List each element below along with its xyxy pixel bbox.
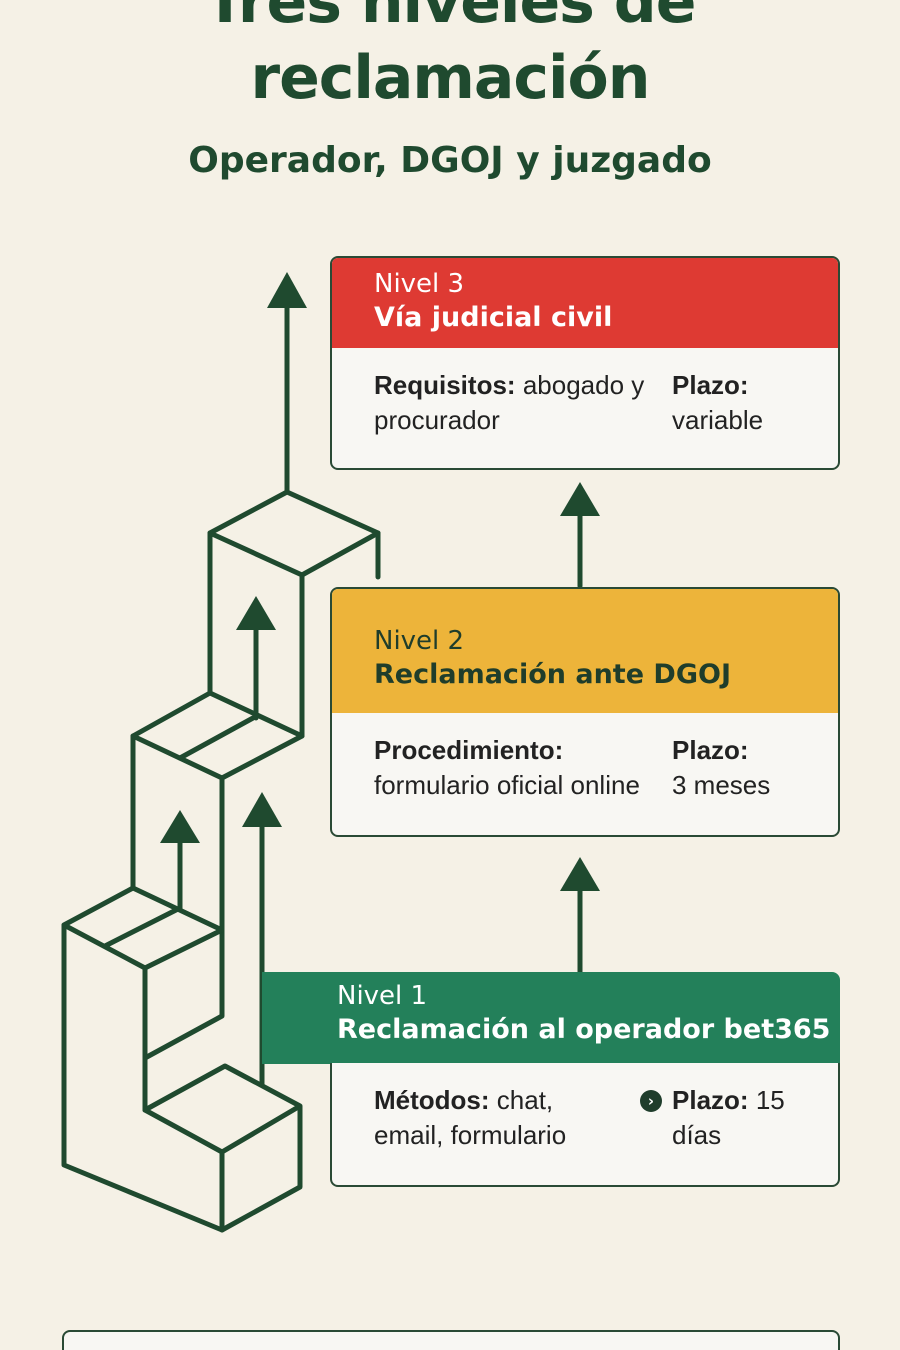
arrow-head-level-2-3 (560, 482, 600, 516)
level-3-number: Nivel 3 (374, 269, 465, 299)
level-2-number: Nivel 2 (374, 626, 465, 656)
level-3-title: Vía judicial civil (374, 302, 613, 333)
level-2-right-label: Plazo: (672, 735, 749, 765)
level-3-card: Nivel 3 Vía judicial civil Requisitos: a… (330, 256, 840, 470)
level-2-header: Nivel 2 Reclamación ante DGOJ (332, 589, 838, 713)
page-title-line2: reclamación (250, 43, 651, 113)
level-1-card: Métodos: chat, email, formulario › Plazo… (330, 1063, 840, 1187)
bottom-panel (62, 1330, 840, 1350)
level-2-body: Procedimiento: formulario oficial online… (332, 713, 838, 833)
level-1-deadline: Plazo: 15 días (672, 1083, 822, 1153)
arrow-head-level-1-2 (560, 857, 600, 891)
arrow-head-main (267, 272, 307, 308)
level-1-header: Nivel 1 Reclamación al operador bet365 (262, 972, 840, 1064)
arrow-head-bottom-block (242, 792, 282, 827)
block-middle (130, 690, 305, 933)
level-2-right-value: 3 meses (672, 770, 771, 800)
level-3-deadline: Plazo: variable (672, 368, 822, 438)
block-cube (142, 1063, 303, 1233)
level-2-title: Reclamación ante DGOJ (374, 659, 731, 690)
level-2-procedure: Procedimiento: formulario oficial online (374, 733, 674, 803)
level-1-title: Reclamación al operador bet365 (337, 1014, 831, 1045)
level-3-requirements: Requisitos: abogado y procurador (374, 368, 664, 438)
level-3-header: Nivel 3 Vía judicial civil (332, 258, 838, 348)
arrow-head-top-block (236, 596, 276, 630)
level-3-left-value: abogado y procurador (374, 370, 645, 435)
level-2-deadline: Plazo: 3 meses (672, 733, 822, 803)
block-top (207, 489, 381, 739)
level-3-body: Requisitos: abogado y procurador Plazo: … (332, 348, 838, 468)
level-1-right-value: 15 días (672, 1085, 785, 1150)
level-2-left-value: formulario oficial online (374, 770, 640, 800)
page-title-line1: Tres niveles de (204, 0, 697, 37)
level-2-card: Nivel 2 Reclamación ante DGOJ Procedimie… (330, 587, 840, 837)
level-1-body: Métodos: chat, email, formulario › Plazo… (332, 1063, 838, 1183)
level-3-right-label: Plazo: (672, 370, 749, 400)
arrow-head-middle-block (160, 810, 200, 843)
level-1-left-label: Métodos: (374, 1085, 490, 1115)
level-3-right-value: variable (672, 405, 764, 435)
page-subtitle: Operador, DGOJ y juzgado (188, 140, 712, 181)
level-1-number: Nivel 1 (337, 981, 428, 1011)
chevron-right-icon: › (640, 1090, 662, 1112)
level-2-left-label: Procedimiento: (374, 735, 564, 765)
level-1-left-value: chat, email, formulario (374, 1085, 567, 1150)
level-3-left-label: Requisitos: (374, 370, 516, 400)
level-1-methods: Métodos: chat, email, formulario (374, 1083, 614, 1153)
level-1-right-label: Plazo: (672, 1085, 749, 1115)
